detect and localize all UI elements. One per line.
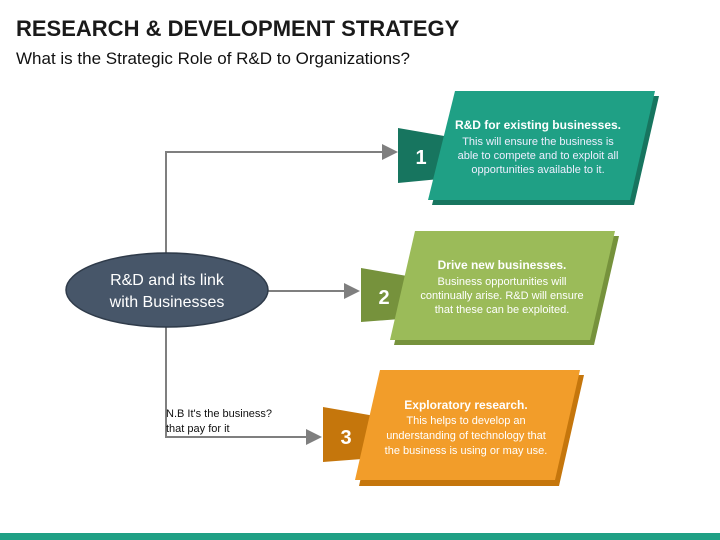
card-2-heading: Drive new businesses. <box>438 258 567 272</box>
card-3: 3 Exploratory research. This helps to de… <box>323 370 584 486</box>
center-node-line1: R&D and its link <box>110 272 225 289</box>
card-1-line: This will ensure the business is <box>462 136 614 148</box>
card-3-body <box>355 370 580 480</box>
card-2-number: 2 <box>378 287 389 309</box>
card-2-line: Business opportunities will <box>437 276 566 288</box>
card-1-number: 1 <box>415 147 426 169</box>
card-2-body <box>390 231 615 340</box>
center-node-line2: with Businesses <box>109 294 225 311</box>
card-1-heading: R&D for existing businesses. <box>455 118 621 132</box>
slide-subtitle: What is the Strategic Role of R&D to Org… <box>16 49 411 68</box>
note-line1: N.B It's the business? <box>166 408 272 420</box>
connector-1 <box>165 144 398 253</box>
card-1-line: opportunities available to it. <box>471 164 604 176</box>
card-3-heading: Exploratory research. <box>404 398 527 412</box>
connector-3 <box>165 327 322 445</box>
card-1: 1 R&D for existing businesses. This will… <box>398 91 659 205</box>
card-1-line: able to compete and to exploit all <box>458 150 619 162</box>
card-3-line: the business is using or may use. <box>385 445 548 457</box>
slide-title: RESEARCH & DEVELOPMENT STRATEGY <box>16 16 460 41</box>
card-2: 2 Drive new businesses. Business opportu… <box>361 231 619 345</box>
card-2-line: continually arise. R&D will ensure <box>420 290 583 302</box>
card-3-number: 3 <box>340 427 351 449</box>
card-3-line: This helps to develop an <box>406 415 525 427</box>
note-line2: that pay for it <box>166 423 230 435</box>
card-3-tab <box>323 407 375 462</box>
card-1-body <box>428 91 655 200</box>
card-2-line: that these can be exploited. <box>435 304 570 316</box>
footer-bar <box>0 533 720 540</box>
center-node <box>65 252 269 328</box>
card-3-line: understanding of technology that <box>386 430 546 442</box>
